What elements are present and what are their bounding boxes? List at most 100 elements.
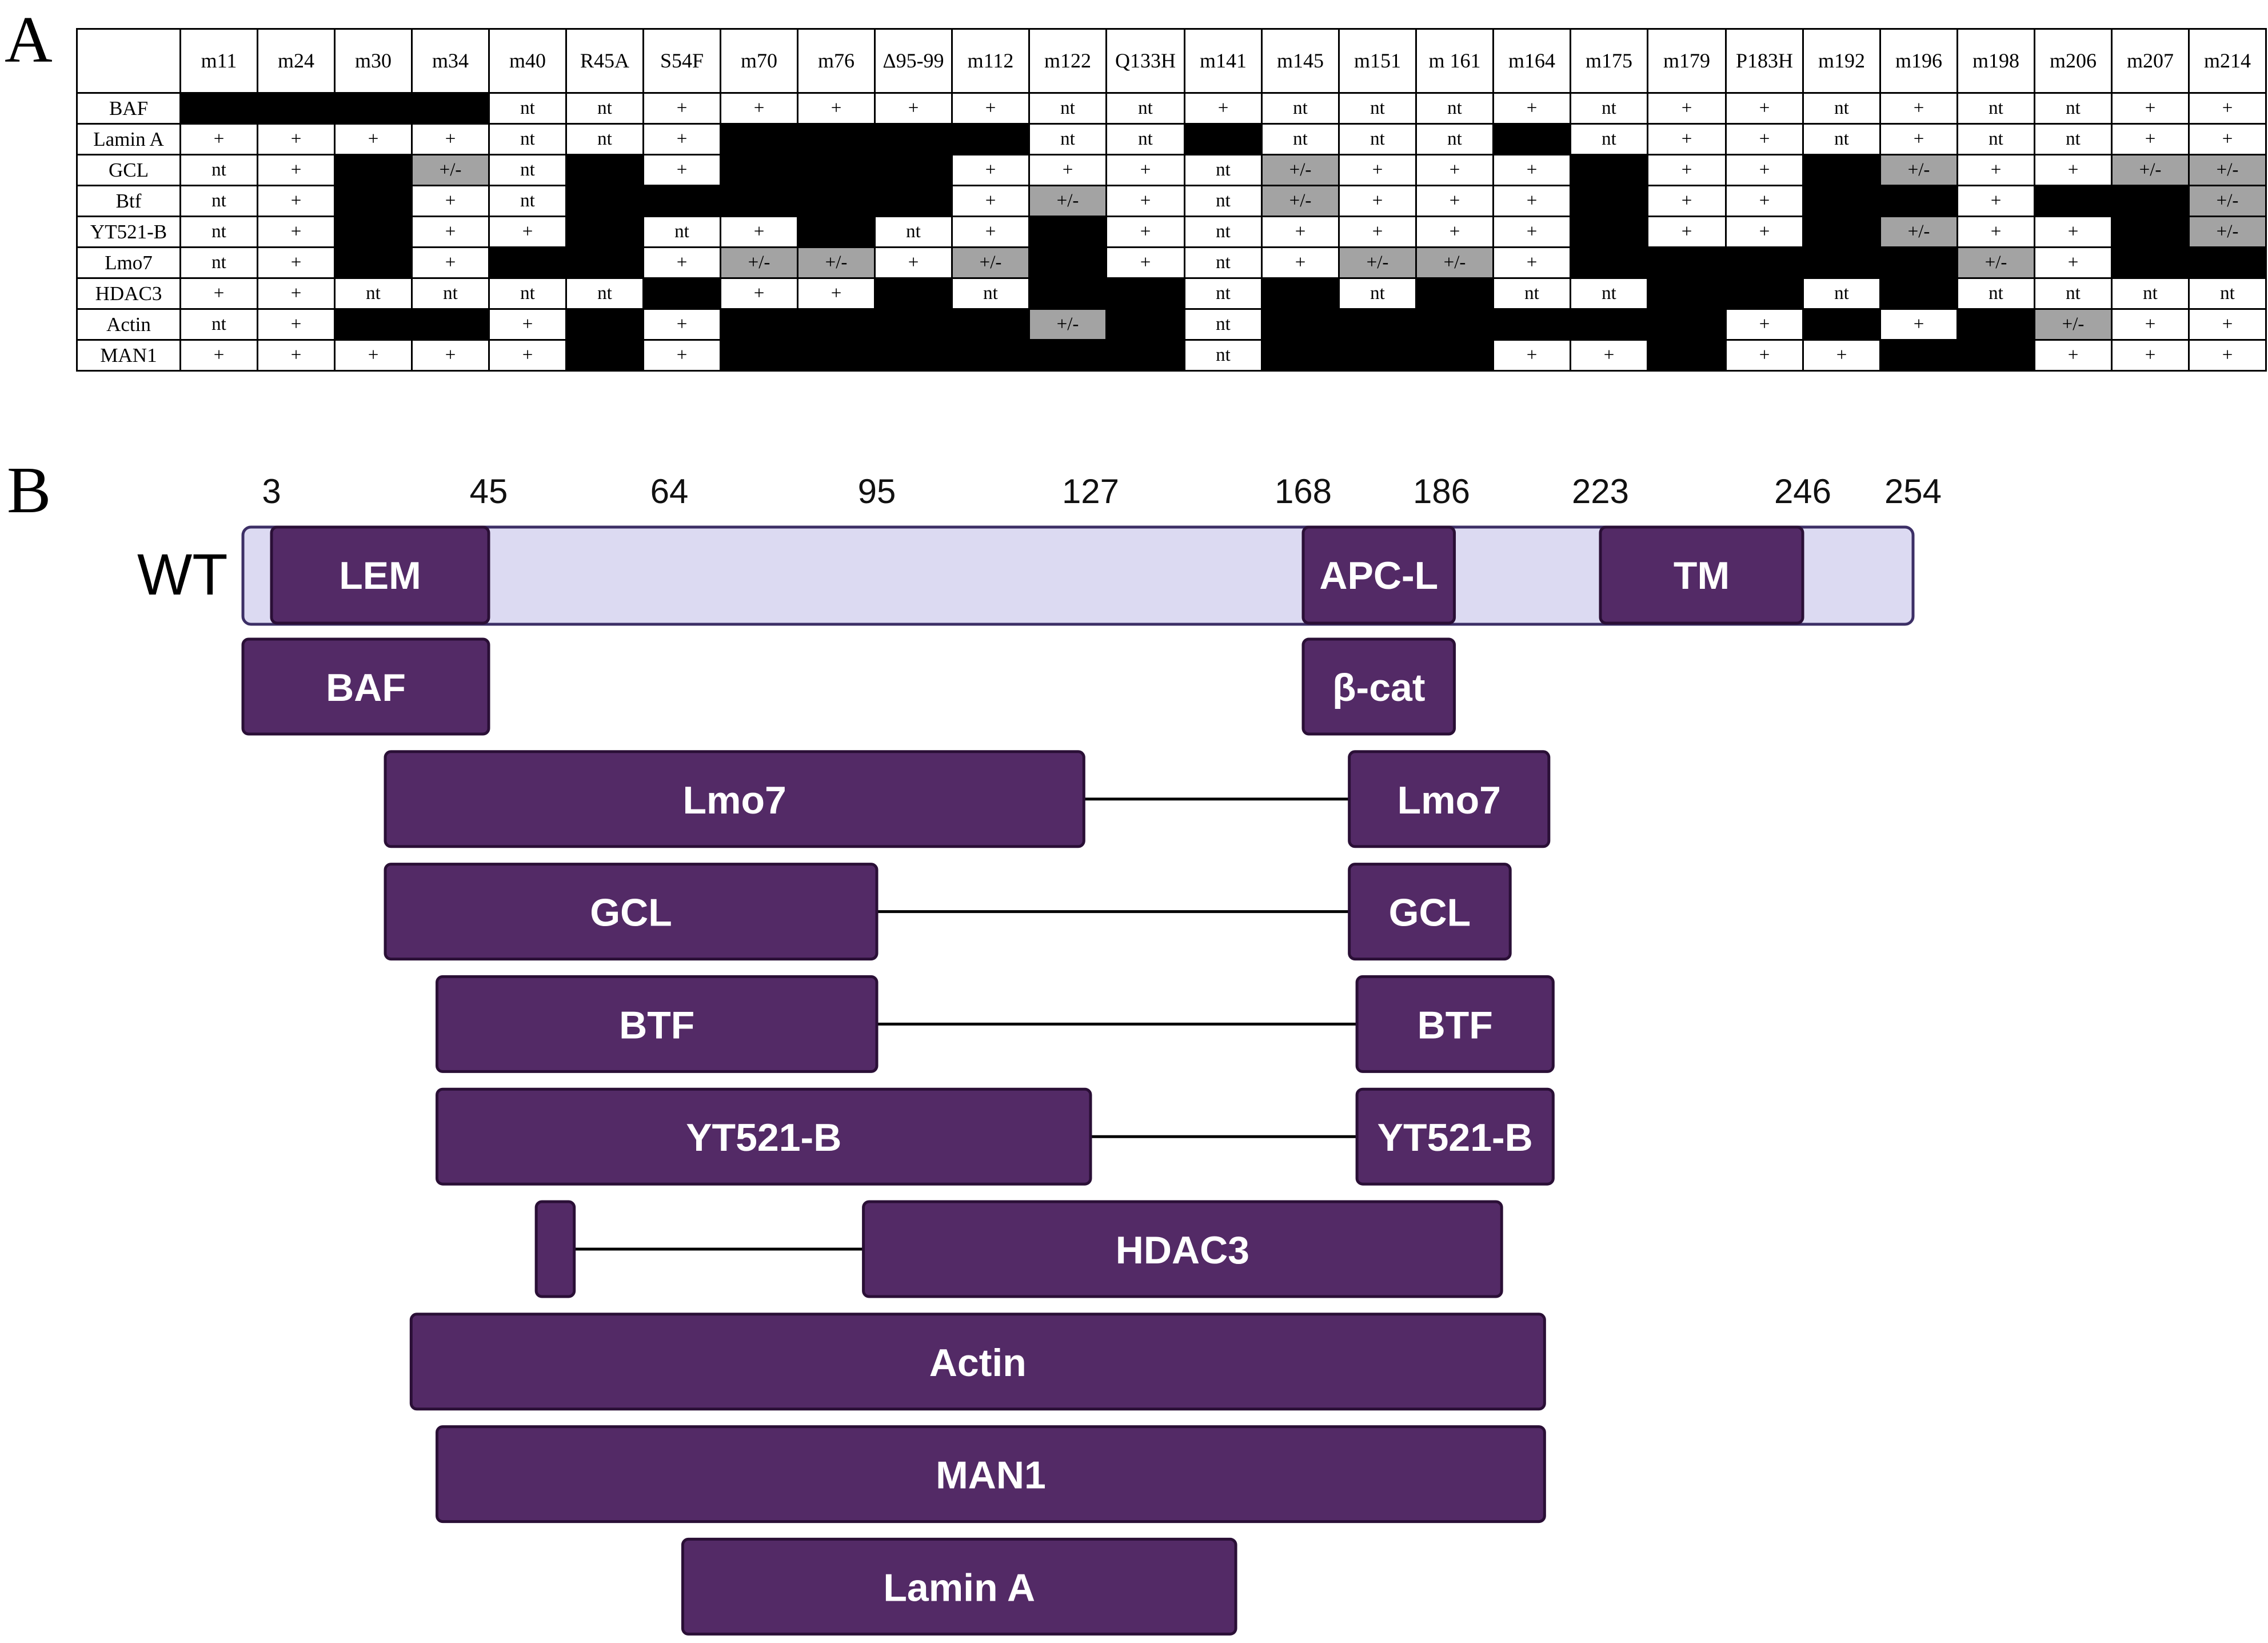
cell-binding: + bbox=[1725, 216, 1804, 248]
cell-no-binding bbox=[1415, 308, 1494, 341]
cell-not-tested: nt bbox=[1184, 154, 1263, 186]
cell-partial: +/- bbox=[1956, 246, 2035, 279]
cell-no-binding bbox=[1184, 123, 1263, 155]
cell-no-binding bbox=[1802, 216, 1881, 248]
wt-domain-box bbox=[1599, 525, 1804, 625]
binding-region-label: HDAC3 bbox=[1116, 1229, 1249, 1272]
cell-binding: + bbox=[797, 277, 876, 310]
cell-no-binding bbox=[334, 154, 413, 186]
cell-partial: +/- bbox=[2188, 216, 2267, 248]
cell-binding: + bbox=[2188, 308, 2267, 341]
cell-no-binding bbox=[642, 277, 721, 310]
cell-no-binding bbox=[1879, 185, 1958, 217]
cell-binding: + bbox=[257, 308, 336, 341]
cell-partial: +/- bbox=[2034, 308, 2113, 341]
position-tick-label: 168 bbox=[1275, 472, 1332, 511]
cell-not-tested: nt bbox=[951, 277, 1030, 310]
wt-domain-box bbox=[270, 525, 490, 625]
cell-no-binding bbox=[1415, 339, 1494, 372]
cell-binding: + bbox=[257, 277, 336, 310]
cell-no-binding bbox=[2034, 185, 2113, 217]
cell-binding: + bbox=[257, 123, 336, 155]
cell-partial: +/- bbox=[1879, 216, 1958, 248]
cell-not-tested: nt bbox=[1415, 92, 1494, 125]
cell-no-binding bbox=[411, 308, 490, 341]
row-label: Lmo7 bbox=[76, 246, 181, 279]
cell-no-binding bbox=[179, 92, 258, 125]
cell-binding: + bbox=[334, 123, 413, 155]
cell-not-tested: nt bbox=[1105, 92, 1185, 125]
binding-region-box bbox=[1301, 637, 1456, 736]
binding-region-box bbox=[1355, 1087, 1555, 1186]
cell-binding: + bbox=[1725, 123, 1804, 155]
cell-not-tested: nt bbox=[1802, 123, 1881, 155]
cell-not-tested: nt bbox=[1261, 92, 1340, 125]
cell-no-binding bbox=[1105, 277, 1185, 310]
cell-partial: +/- bbox=[1415, 246, 1494, 279]
binding-region-label: Lmo7 bbox=[1397, 779, 1501, 822]
cell-binding: + bbox=[1725, 339, 1804, 372]
cell-not-tested: nt bbox=[2188, 277, 2267, 310]
cell-no-binding bbox=[2111, 185, 2190, 217]
cell-no-binding bbox=[1028, 246, 1107, 279]
cell-no-binding bbox=[797, 123, 876, 155]
binding-row: Lamin A bbox=[681, 1537, 1237, 1636]
cell-binding: + bbox=[2111, 123, 2190, 155]
cell-binding: + bbox=[179, 277, 258, 310]
cell-no-binding bbox=[1647, 308, 1727, 341]
cell-not-tested: nt bbox=[1338, 92, 1417, 125]
cell-partial: +/- bbox=[2188, 185, 2267, 217]
cell-partial: +/- bbox=[1028, 185, 1107, 217]
column-header: m70 bbox=[720, 28, 798, 94]
cell-no-binding bbox=[1261, 308, 1340, 341]
cell-binding: + bbox=[179, 339, 258, 372]
position-tick-label: 246 bbox=[1774, 472, 1831, 511]
cell-no-binding bbox=[720, 308, 798, 341]
column-header: m206 bbox=[2034, 28, 2113, 94]
cell-no-binding bbox=[1802, 308, 1881, 341]
cell-no-binding bbox=[1879, 339, 1958, 372]
cell-partial: +/- bbox=[1338, 246, 1417, 279]
cell-not-tested: nt bbox=[1802, 92, 1881, 125]
cell-not-tested: nt bbox=[565, 277, 644, 310]
binding-region-label: YT521-B bbox=[686, 1116, 841, 1159]
binding-region-label: Lmo7 bbox=[683, 779, 786, 822]
row-label: Btf bbox=[76, 185, 181, 217]
cell-binding: + bbox=[1492, 216, 1571, 248]
binding-region-box bbox=[862, 1200, 1503, 1298]
position-tick-label: 186 bbox=[1413, 472, 1470, 511]
row-label: GCL bbox=[76, 154, 181, 186]
cell-no-binding bbox=[720, 185, 798, 217]
cell-not-tested: nt bbox=[1184, 277, 1263, 310]
cell-binding: + bbox=[720, 92, 798, 125]
cell-no-binding bbox=[1647, 339, 1727, 372]
cell-binding: + bbox=[1725, 92, 1804, 125]
binding-region-box bbox=[241, 637, 490, 736]
cell-no-binding bbox=[1338, 308, 1417, 341]
cell-no-binding bbox=[874, 308, 953, 341]
column-header: Q133H bbox=[1105, 28, 1185, 94]
cell-no-binding bbox=[1028, 277, 1107, 310]
cell-no-binding bbox=[874, 154, 953, 186]
cell-binding: + bbox=[874, 246, 953, 279]
column-header: m145 bbox=[1261, 28, 1340, 94]
cell-binding: + bbox=[1725, 185, 1804, 217]
binding-region-box bbox=[436, 975, 879, 1073]
cell-no-binding bbox=[1725, 277, 1804, 310]
cell-no-binding bbox=[797, 185, 876, 217]
binding-region-label: MAN1 bbox=[936, 1454, 1046, 1497]
cell-not-tested: nt bbox=[1028, 92, 1107, 125]
binding-region-label: BTF bbox=[1418, 1003, 1493, 1047]
panel-a-label: A bbox=[5, 3, 53, 77]
cell-not-tested: nt bbox=[1956, 277, 2035, 310]
cell-no-binding bbox=[1570, 154, 1648, 186]
row-label: HDAC3 bbox=[76, 277, 181, 310]
